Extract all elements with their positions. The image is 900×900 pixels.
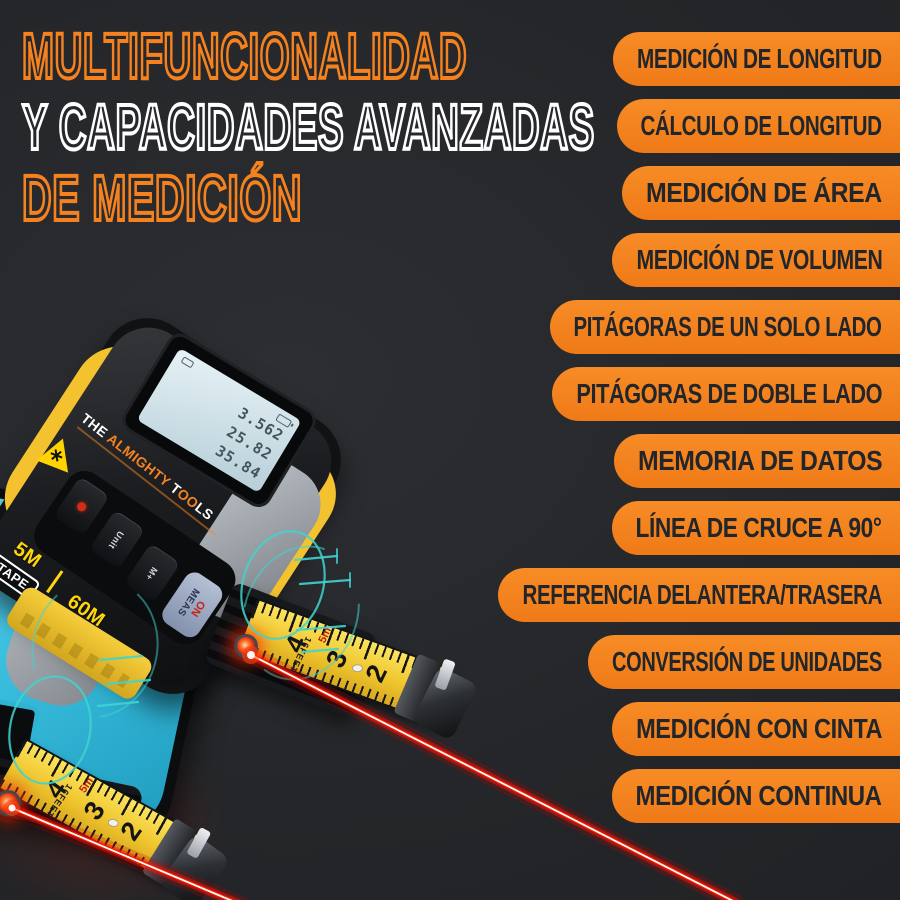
feature-label: LÍNEA DE CRUCE A 90° bbox=[635, 512, 883, 543]
feature-label: PITÁGORAS DE UN SOLO LADO bbox=[574, 311, 883, 342]
feature-pill: MEDICIÓN DE LONGITUD bbox=[613, 32, 900, 86]
feature-label: MEDICIÓN DE LONGITUD bbox=[637, 43, 882, 74]
feature-label: REFERENCIA DELANTERA/TRASERA bbox=[522, 579, 882, 610]
headline-line-1: MULTIFUNCIONALIDAD bbox=[21, 20, 468, 92]
headline-line-3: DE MEDICIÓN bbox=[21, 162, 303, 234]
feature-pill: CONVERSIÓN DE UNIDADES bbox=[588, 635, 900, 689]
feature-label: CÁLCULO DE LONGITUD bbox=[640, 110, 883, 141]
feature-label: MEDICIÓN DE ÁREA bbox=[646, 177, 882, 208]
feature-pill: MEMORIA DE DATOS bbox=[614, 434, 900, 488]
feature-label: MEDICIÓN CON CINTA bbox=[635, 713, 883, 744]
feature-pill: MEDICIÓN CONTINUA bbox=[612, 769, 900, 823]
feature-label: MEDICIÓN CONTINUA bbox=[636, 780, 883, 811]
feature-label: CONVERSIÓN DE UNIDADES bbox=[612, 646, 882, 677]
feature-pill: PITÁGORAS DE DOBLE LADO bbox=[552, 367, 900, 421]
feature-label: PITÁGORAS DE DOBLE LADO bbox=[576, 378, 882, 409]
feature-pill: MEDICIÓN DE VOLUMEN bbox=[612, 233, 900, 287]
feature-pill: PITÁGORAS DE UN SOLO LADO bbox=[550, 300, 900, 354]
feature-label: MEMORIA DE DATOS bbox=[637, 445, 883, 476]
feature-pill: REFERENCIA DELANTERA/TRASERA bbox=[498, 568, 900, 622]
headline-line-2: Y CAPACIDADES AVANZADAS bbox=[21, 91, 596, 163]
feature-pill: MEDICIÓN CON CINTA bbox=[612, 702, 900, 756]
feature-pill: MEDICIÓN DE ÁREA bbox=[622, 166, 900, 220]
feature-pill: LÍNEA DE CRUCE A 90° bbox=[612, 501, 900, 555]
feature-label: MEDICIÓN DE VOLUMEN bbox=[635, 244, 883, 275]
feature-pill: CÁLCULO DE LONGITUD bbox=[617, 99, 900, 153]
